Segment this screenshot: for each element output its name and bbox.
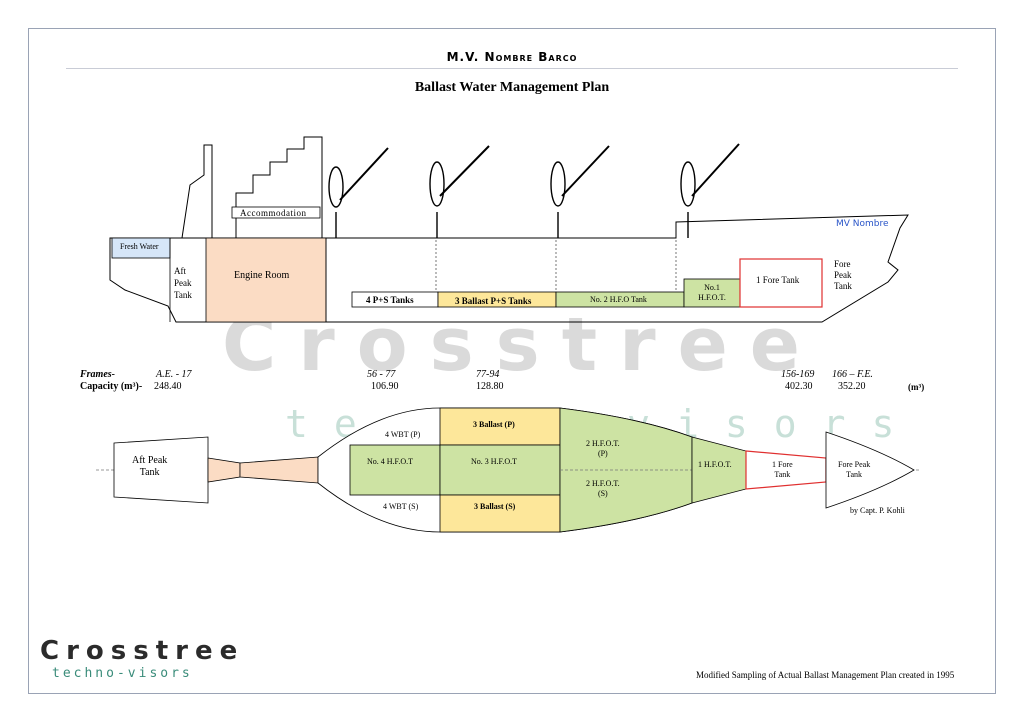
capacity-3ballast: 128.80 (476, 381, 504, 392)
accommodation-box (231, 206, 321, 219)
no4-hfot-label: No. 4 H.F.O.T (367, 457, 414, 466)
no4-hfot-plan (349, 444, 441, 496)
logo-main-text: Crosstree (40, 636, 245, 666)
shaft-tunnel-plan (239, 456, 319, 484)
ballast-3ps-label: 3 Ballast P+S Tanks (455, 296, 532, 306)
crosstree-logo: Crosstree techno-visors (40, 636, 244, 681)
fresh-water-label: Fresh Water (120, 242, 159, 251)
capacity-aft: 248.40 (154, 381, 182, 392)
capacity-unit: (m³) (908, 382, 925, 392)
hfot2p-label: 2 H.F.O.T.(P) (586, 439, 620, 458)
no3-hfot-plan (439, 444, 561, 496)
hfot1-plan (691, 436, 747, 504)
frame-aft: A.E. - 17 (156, 369, 192, 380)
header-divider (66, 68, 958, 69)
fore-tank-label: 1 Fore Tank (756, 275, 800, 285)
ballast3s-label: 3 Ballast (S) (474, 502, 516, 511)
hfot1-label: 1 H.F.O.T. (698, 460, 732, 469)
engine-room-plan (207, 457, 241, 483)
hfot2s-label: 2 H.F.O.T.(S) (586, 479, 620, 498)
frame-3ballast: 77-94 (476, 369, 500, 380)
vessel-label: MV Nombre (836, 219, 889, 229)
forepeak-plan (825, 431, 915, 509)
no3-hfot-label: No. 3 H.F.O.T (471, 457, 518, 466)
capacity-label: Capacity (m³)- (80, 381, 143, 392)
crane-1 (328, 147, 389, 238)
capacity-4wbt: 106.90 (371, 381, 399, 392)
wbt4p-label: 4 WBT (P) (385, 430, 421, 439)
capacity-fore: 402.30 (785, 381, 813, 392)
crane-2 (429, 145, 490, 238)
tanks-4ps-label: 4 P+S Tanks (366, 295, 414, 305)
accommodation-label: Accommodation (240, 208, 307, 218)
author-credit: by Capt. P. Kohli (850, 506, 905, 515)
page-frame (28, 28, 996, 694)
ballast3s-plan (439, 494, 561, 533)
ballast3p-label: 3 Ballast (P) (473, 420, 515, 429)
accommodation-block (235, 136, 323, 238)
wbt4p-plan (350, 418, 440, 445)
funnel (181, 144, 213, 239)
page-title: Ballast Water Management Plan (414, 80, 610, 95)
frame-4wbt: 56 - 77 (367, 369, 396, 380)
footer-note: Modified Sampling of Actual Ballast Mana… (696, 670, 955, 680)
frames-label: Frames- (80, 369, 115, 380)
hull-outline (109, 214, 909, 323)
no1-hfo-tank (683, 278, 741, 308)
vessel-name: M.V. Nombre Barco (446, 50, 578, 64)
ballast3p-plan (439, 407, 561, 446)
frame-fore: 156-169 (781, 369, 815, 380)
wbt4s-label: 4 WBT (S) (383, 502, 419, 511)
engine-room (205, 237, 327, 323)
aft-peak-plan (113, 436, 209, 504)
frame-forepeak: 166 – F.E. (832, 369, 873, 380)
no2-hfo-label: No. 2 H.F.O Tank (590, 295, 647, 304)
fore-tank (739, 258, 823, 308)
engine-room-label: Engine Room (234, 270, 290, 281)
logo-sub-text: techno-visors (52, 666, 193, 681)
crane-3 (550, 145, 610, 238)
crane-4 (680, 143, 740, 238)
capacity-forepeak: 352.20 (838, 381, 866, 392)
vessel-label-box (822, 218, 892, 231)
